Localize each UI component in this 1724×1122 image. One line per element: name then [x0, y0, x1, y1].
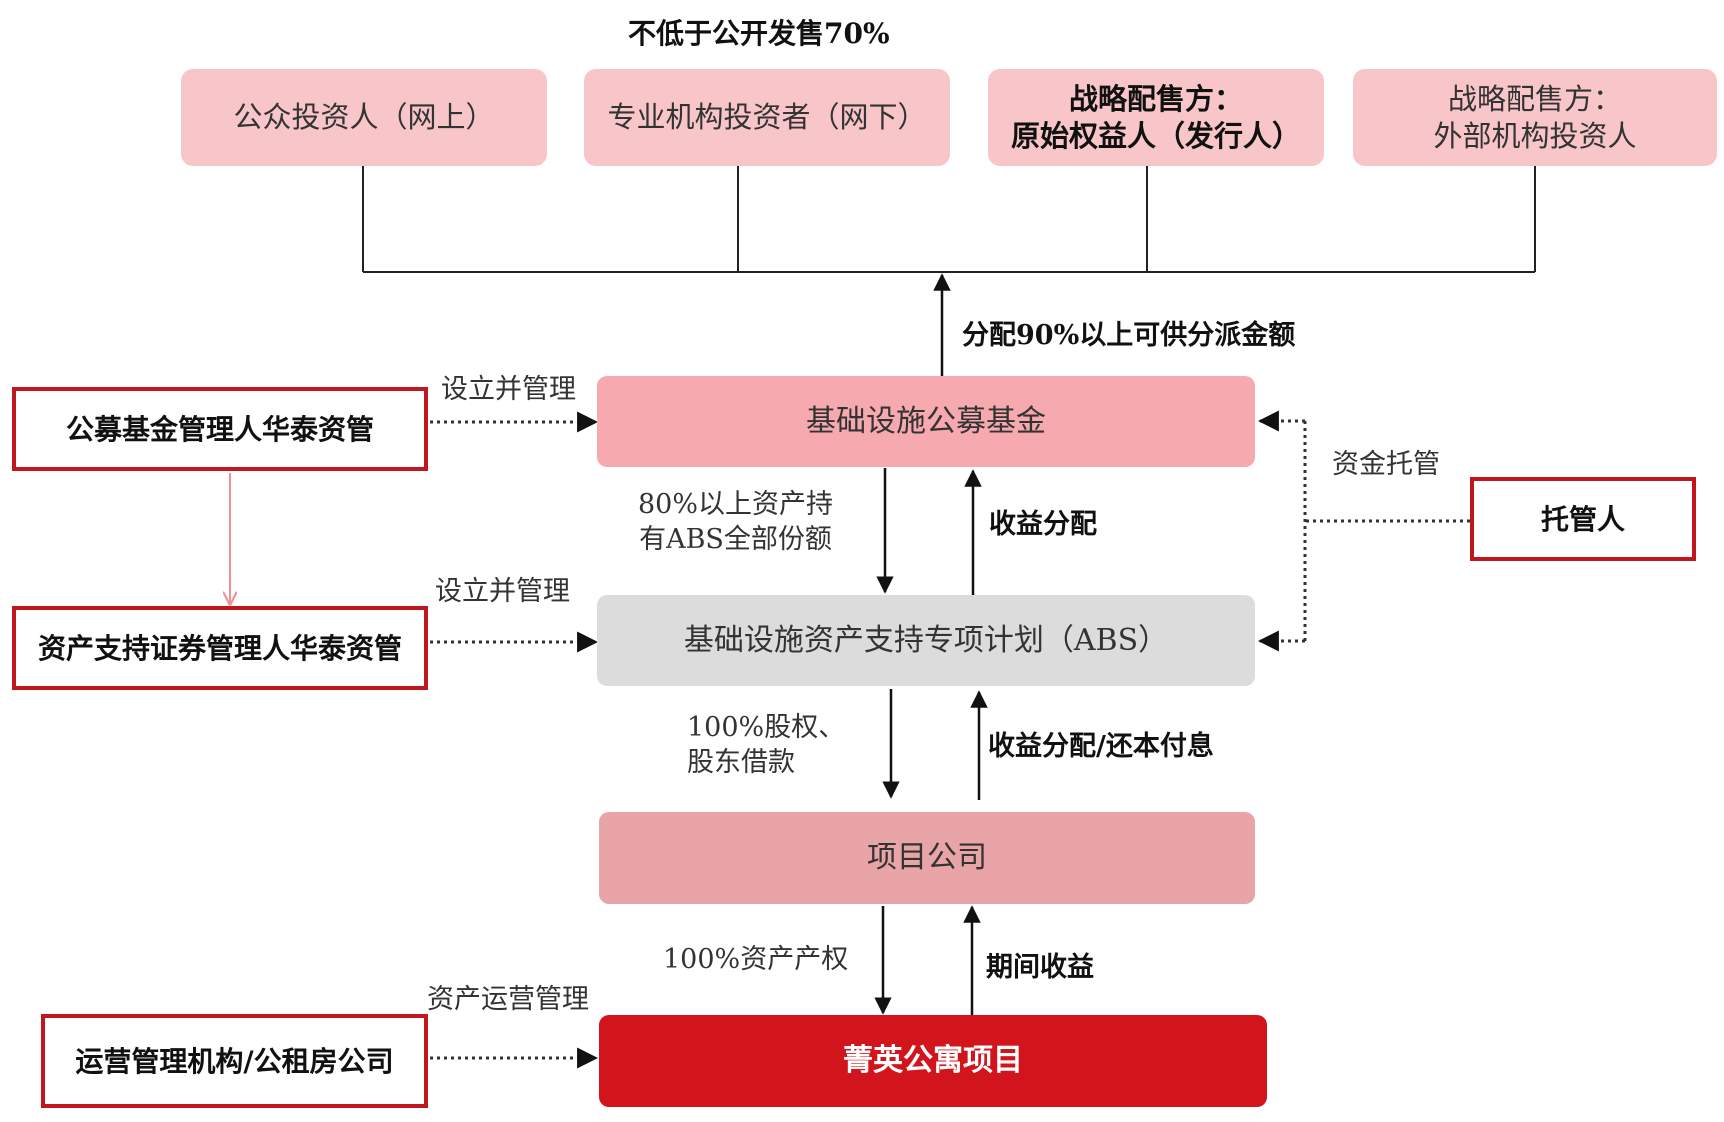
custodian-box: 托管人: [1470, 477, 1696, 561]
fund-manager-box: 公募基金管理人华泰资管: [12, 387, 428, 471]
project-company: 项目公司: [599, 812, 1255, 904]
top-note: 不低于公开发售70%: [628, 17, 890, 50]
investor-strategic-external: 战略配售方： 外部机构投资人: [1353, 69, 1717, 166]
investor-public-online: 公众投资人（网上）: [181, 69, 547, 166]
investor-line: 战略配售方：: [1447, 82, 1622, 117]
apartment-project: 菁英公寓项目: [599, 1015, 1267, 1107]
investor-line: 战略配售方：: [1068, 82, 1243, 117]
investor-institutional-offline: 专业机构投资者（网下）: [584, 69, 950, 166]
investor-strategic-originator: 战略配售方： 原始权益人（发行人）: [988, 69, 1324, 166]
asset-property-label: 100%资产产权: [663, 944, 849, 975]
abs-special-plan: 基础设施资产支持专项计划（ABS）: [597, 595, 1255, 686]
setup-manage-label-2: 设立并管理: [435, 576, 570, 607]
income-distribution-label-1: 收益分配: [989, 509, 1097, 540]
period-income-label: 期间收益: [986, 952, 1094, 983]
equity-loan-line: 股东借款: [687, 747, 795, 779]
asset-operation-label: 资产运营管理: [427, 984, 589, 1015]
infrastructure-reit-fund: 基础设施公募基金: [597, 376, 1255, 467]
income-distribution-label-2: 收益分配/还本付息: [988, 731, 1214, 762]
equity-loan-label: 100%股权、 股东借款: [687, 710, 845, 780]
fund-custody-label: 资金托管: [1332, 449, 1440, 480]
investor-line: 公众投资人（网上）: [233, 100, 495, 135]
investor-line: 外部机构投资人: [1433, 118, 1637, 153]
setup-manage-label-1: 设立并管理: [441, 374, 576, 405]
abs-manager-box: 资产支持证券管理人华泰资管: [12, 606, 428, 690]
investor-line: 专业机构投资者（网下）: [607, 100, 927, 135]
abs-holding-line: 有ABS全部份额: [639, 524, 832, 556]
abs-holding-label: 80%以上资产持 有ABS全部份额: [638, 487, 833, 557]
equity-loan-line: 100%股权、: [687, 712, 846, 743]
operator-box: 运营管理机构/公租房公司: [41, 1014, 428, 1108]
investor-line: 原始权益人（发行人）: [1010, 118, 1301, 153]
distribution-label: 分配90%以上可供分派金额: [962, 320, 1296, 351]
abs-holding-line: 80%以上资产持: [638, 489, 834, 520]
